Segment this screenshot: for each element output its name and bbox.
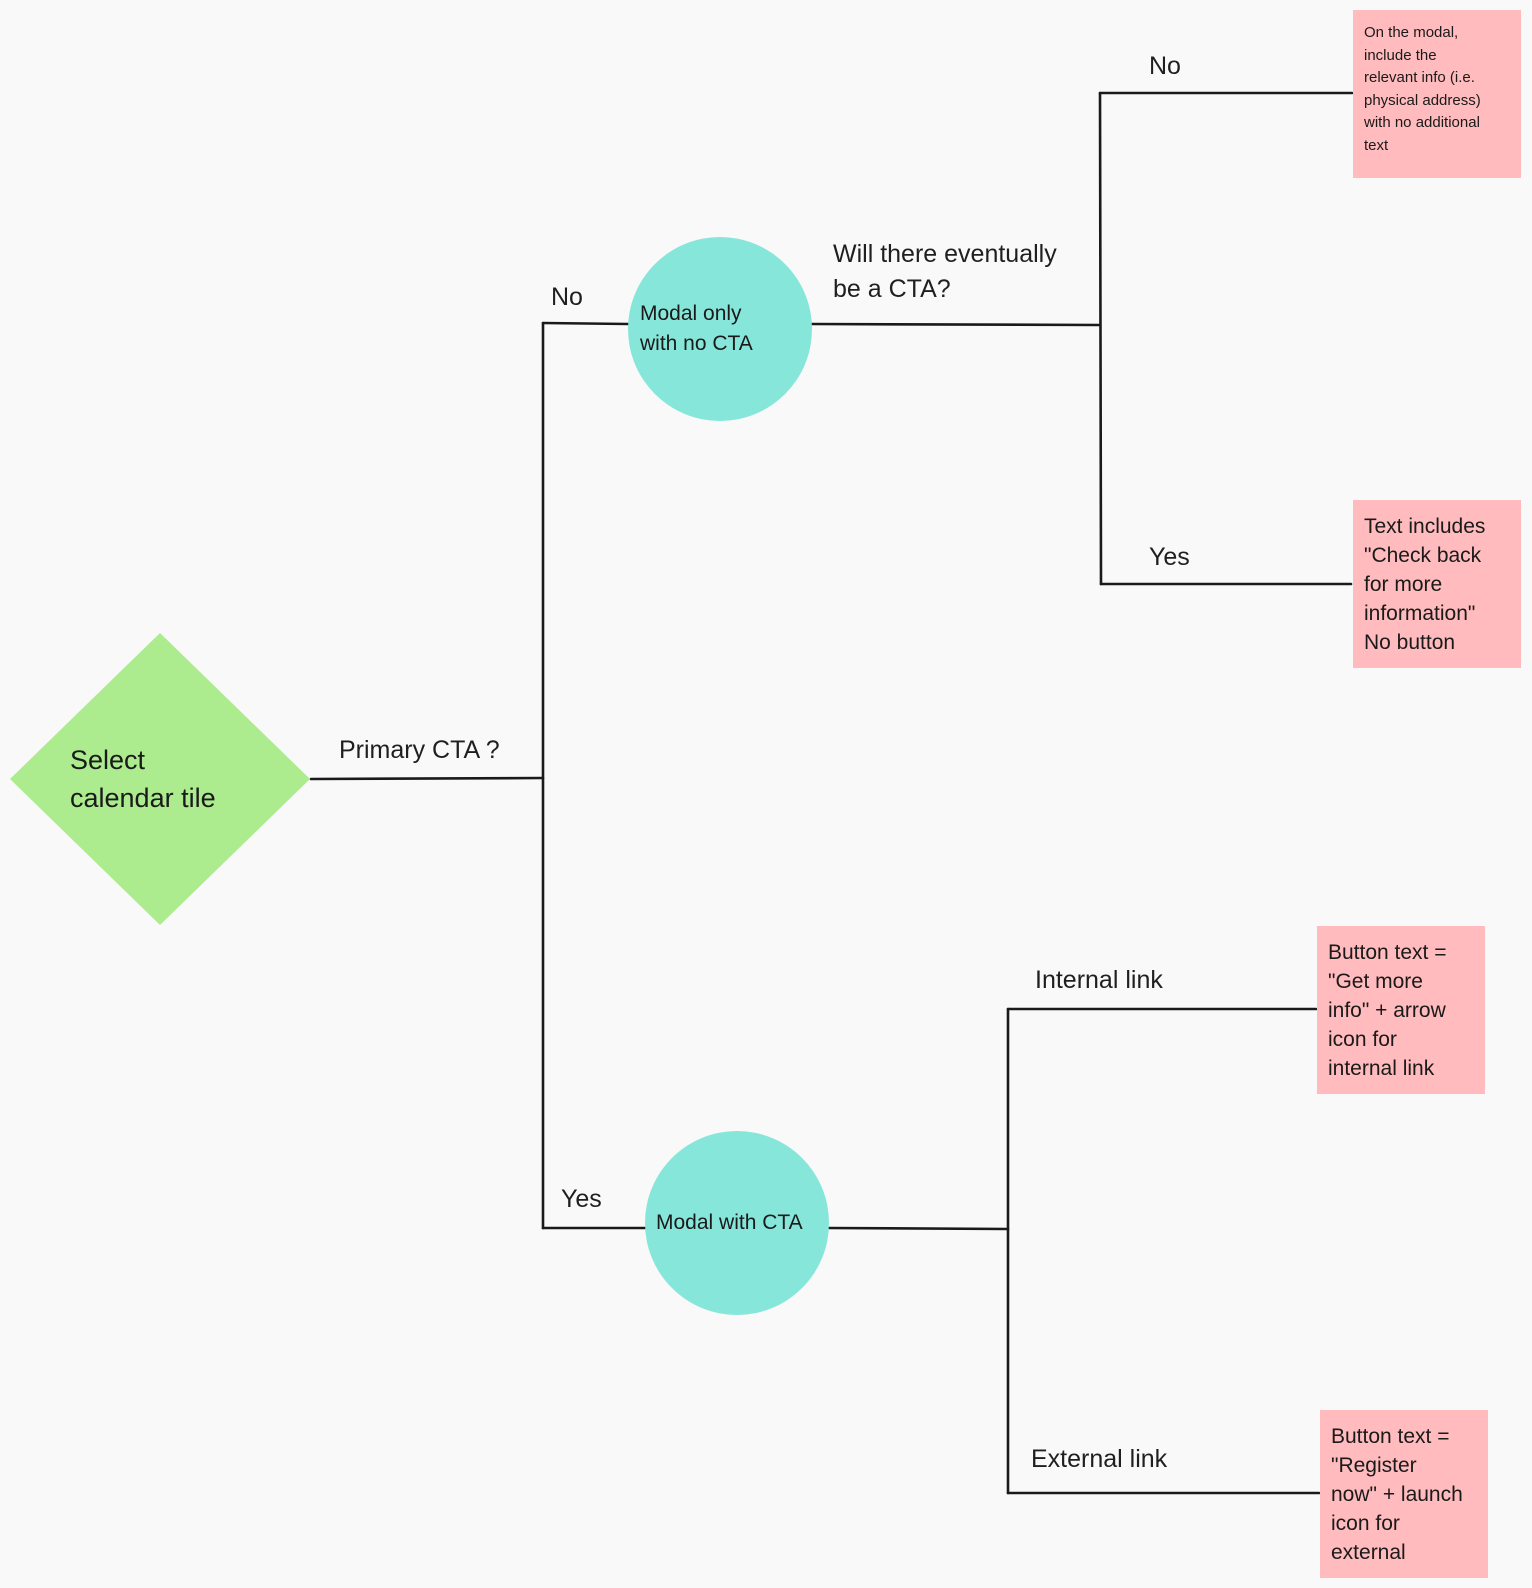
connector-modal-cta-to-trunk	[827, 1226, 1010, 1231]
modal-cta-node	[645, 1131, 829, 1315]
upper-branch-label-no: No	[1149, 52, 1181, 80]
modal-cta-label: Modal with CTA	[656, 1211, 803, 1234]
external-link-label: External link	[1031, 1445, 1168, 1473]
internal-link-label: Internal link	[1035, 966, 1163, 994]
start-label: Select calendar tile	[70, 745, 216, 813]
diamond-shape	[10, 633, 310, 925]
modal-no-cta-node	[628, 237, 812, 421]
modal-no-cta-label: Modal only with no CTA	[640, 302, 753, 355]
outcome-note-internal-link: Button text = "Get more info" + arrow ic…	[1317, 926, 1485, 1094]
connector-start-to-trunk	[309, 776, 545, 781]
connector-trunk-to-modal-no-cta	[541, 321, 630, 326]
outcome-note-external-link: Button text = "Register now" + launch ic…	[1320, 1410, 1488, 1578]
primary-cta-question: Primary CTA ?	[339, 736, 500, 764]
outcome-note-check-back: Text includes "Check back for more infor…	[1353, 500, 1521, 668]
upper-branch-label-yes: Yes	[1149, 543, 1190, 571]
connector-upper-trunk	[1098, 91, 1103, 586]
eventual-cta-question: Will there eventually be a CTA?	[833, 240, 1057, 303]
connector-modal-no-cta-to-trunk	[810, 322, 1102, 327]
outcome-note-no-cta-eventually: On the modal, include the relevant info …	[1353, 10, 1521, 178]
branch-label-no: No	[551, 283, 583, 311]
branch-label-yes: Yes	[561, 1185, 602, 1213]
start-decision-diamond: Select calendar tile	[10, 633, 310, 925]
